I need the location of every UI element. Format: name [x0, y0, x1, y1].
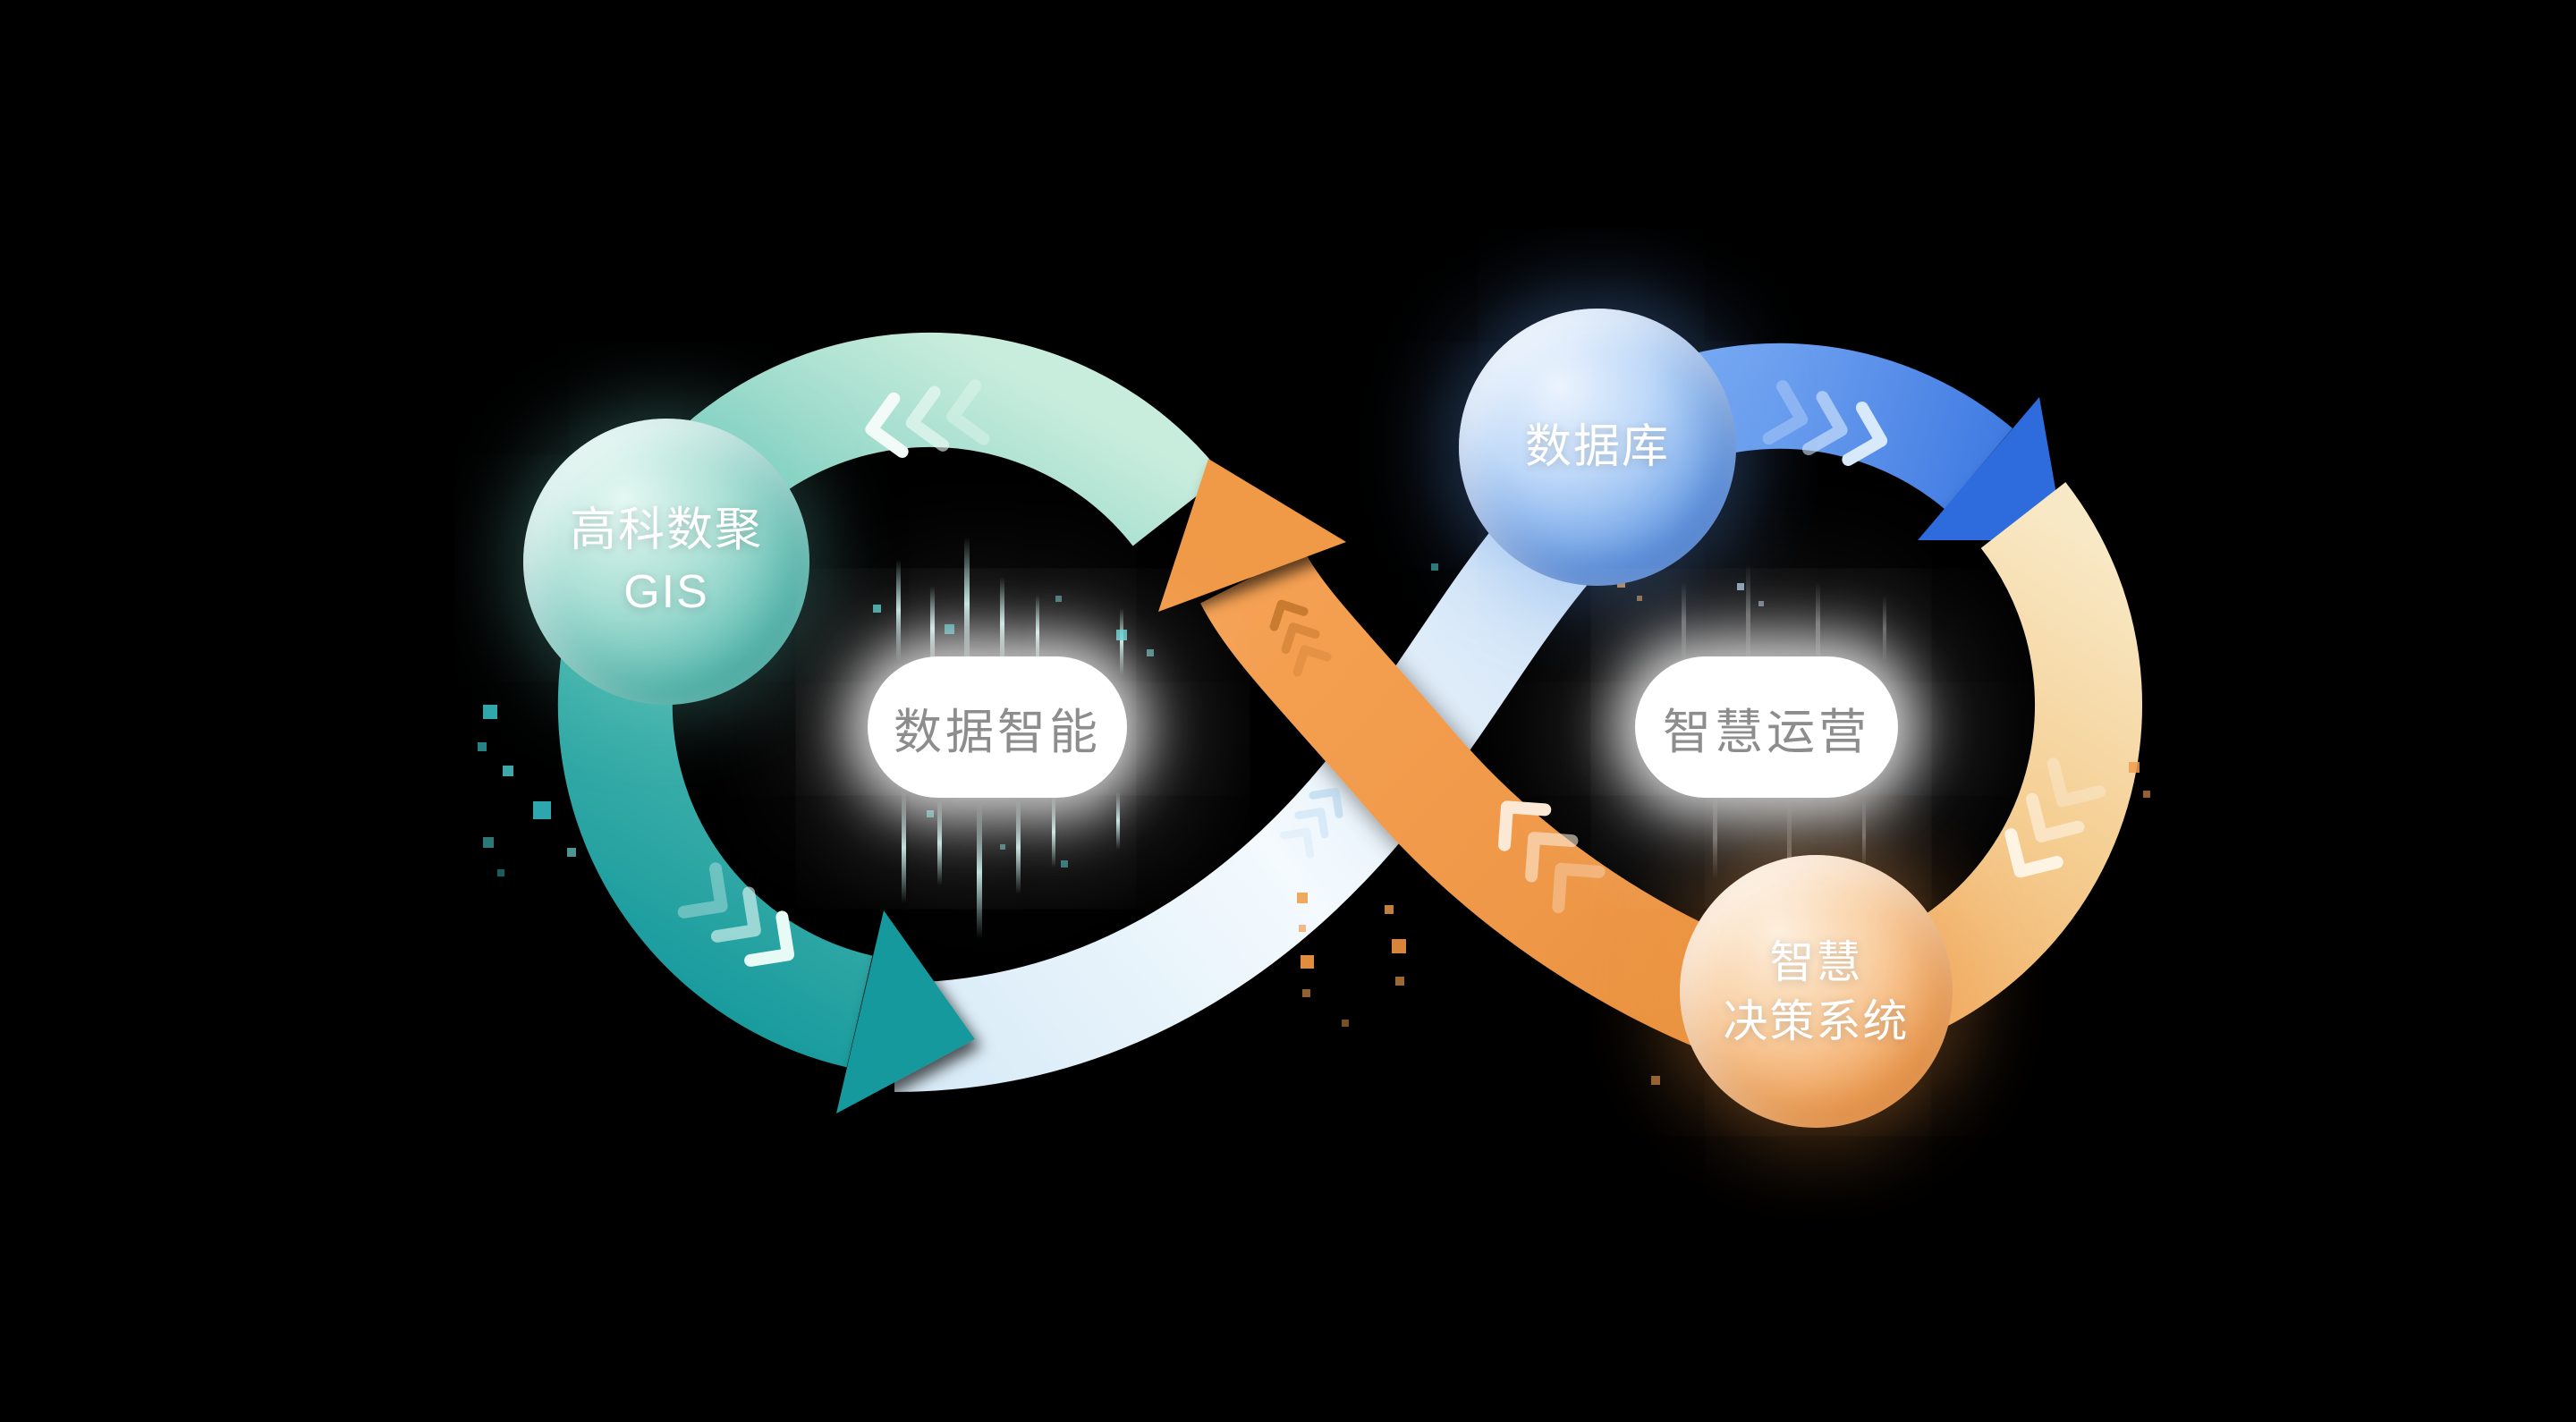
loop-label-smart-operation-text: 智慧运营: [1663, 705, 1870, 759]
orange-arrowhead: [1158, 459, 1346, 612]
node-decision-label-line2: 决策系统: [1723, 995, 1910, 1046]
node-decision-system: 智慧 决策系统: [1680, 855, 1953, 1128]
loop-label-data-intelligence: 数据智能: [868, 656, 1127, 798]
loop-label-data-intelligence-text: 数据智能: [894, 705, 1101, 759]
loop-label-smart-operation: 智慧运营: [1635, 656, 1898, 798]
node-gis-label-line2: GIS: [623, 566, 709, 618]
decorative-dots-teal: [478, 563, 1764, 876]
node-decision-label-line1: 智慧: [1769, 936, 1863, 987]
teal-arrowhead: [836, 910, 975, 1113]
node-gis-label-line1: 高科数聚: [569, 504, 763, 557]
crossing-band-light: [894, 442, 1647, 1092]
node-database: 数据库: [1459, 309, 1736, 586]
blue-arrowhead: [1918, 397, 2064, 540]
node-database-label: 数据库: [1524, 420, 1670, 473]
node-gis: 高科数聚 GIS: [523, 419, 809, 705]
light-streaks-left: [896, 537, 1123, 939]
